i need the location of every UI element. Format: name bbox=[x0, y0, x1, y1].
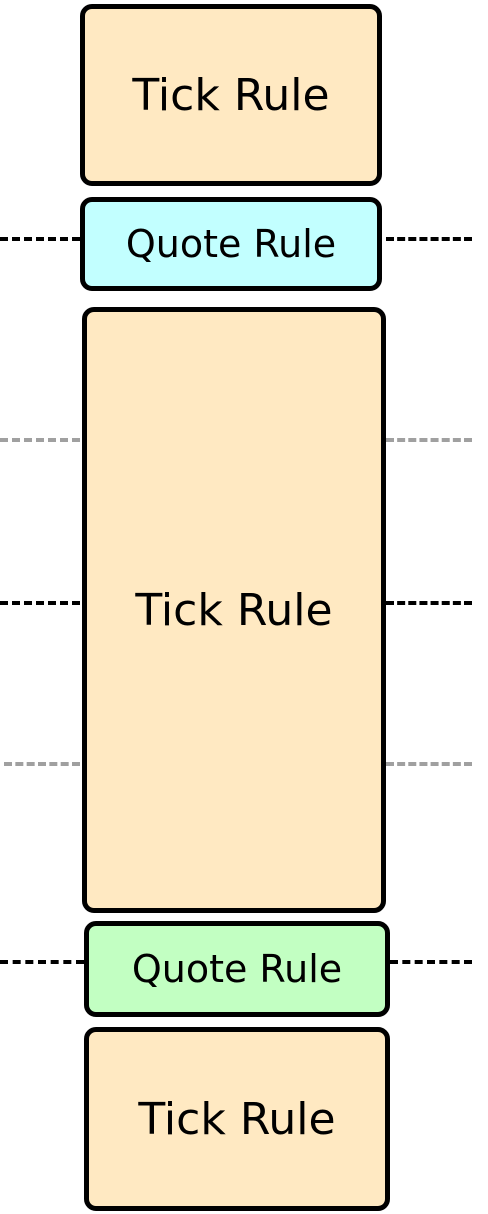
boundary-line-2-left bbox=[0, 601, 80, 605]
boundary-line-1-right bbox=[386, 237, 472, 241]
tick-rule-block-1: Tick Rule bbox=[80, 4, 382, 186]
boundary-line-1-left bbox=[0, 237, 80, 241]
quote-rule-block-1: Quote Rule bbox=[80, 197, 382, 291]
tick-rule-label-2: Tick Rule bbox=[135, 584, 333, 636]
tick-rule-block-3: Tick Rule bbox=[84, 1027, 390, 1211]
boundary-line-3-left bbox=[0, 960, 84, 964]
tick-rule-label-1: Tick Rule bbox=[132, 69, 330, 121]
boundary-line-2-right bbox=[386, 601, 472, 605]
midline-1-left bbox=[0, 438, 80, 442]
quote-rule-label-1: Quote Rule bbox=[125, 222, 337, 266]
midline-2-right bbox=[386, 762, 472, 766]
tick-rule-label-3: Tick Rule bbox=[138, 1093, 336, 1145]
midline-2-left bbox=[4, 762, 80, 766]
quote-rule-label-2: Quote Rule bbox=[131, 947, 343, 991]
midline-1-right bbox=[386, 438, 472, 442]
quote-rule-block-2: Quote Rule bbox=[84, 921, 390, 1017]
tick-rule-block-2: Tick Rule bbox=[82, 307, 386, 913]
boundary-line-3-right bbox=[390, 960, 472, 964]
